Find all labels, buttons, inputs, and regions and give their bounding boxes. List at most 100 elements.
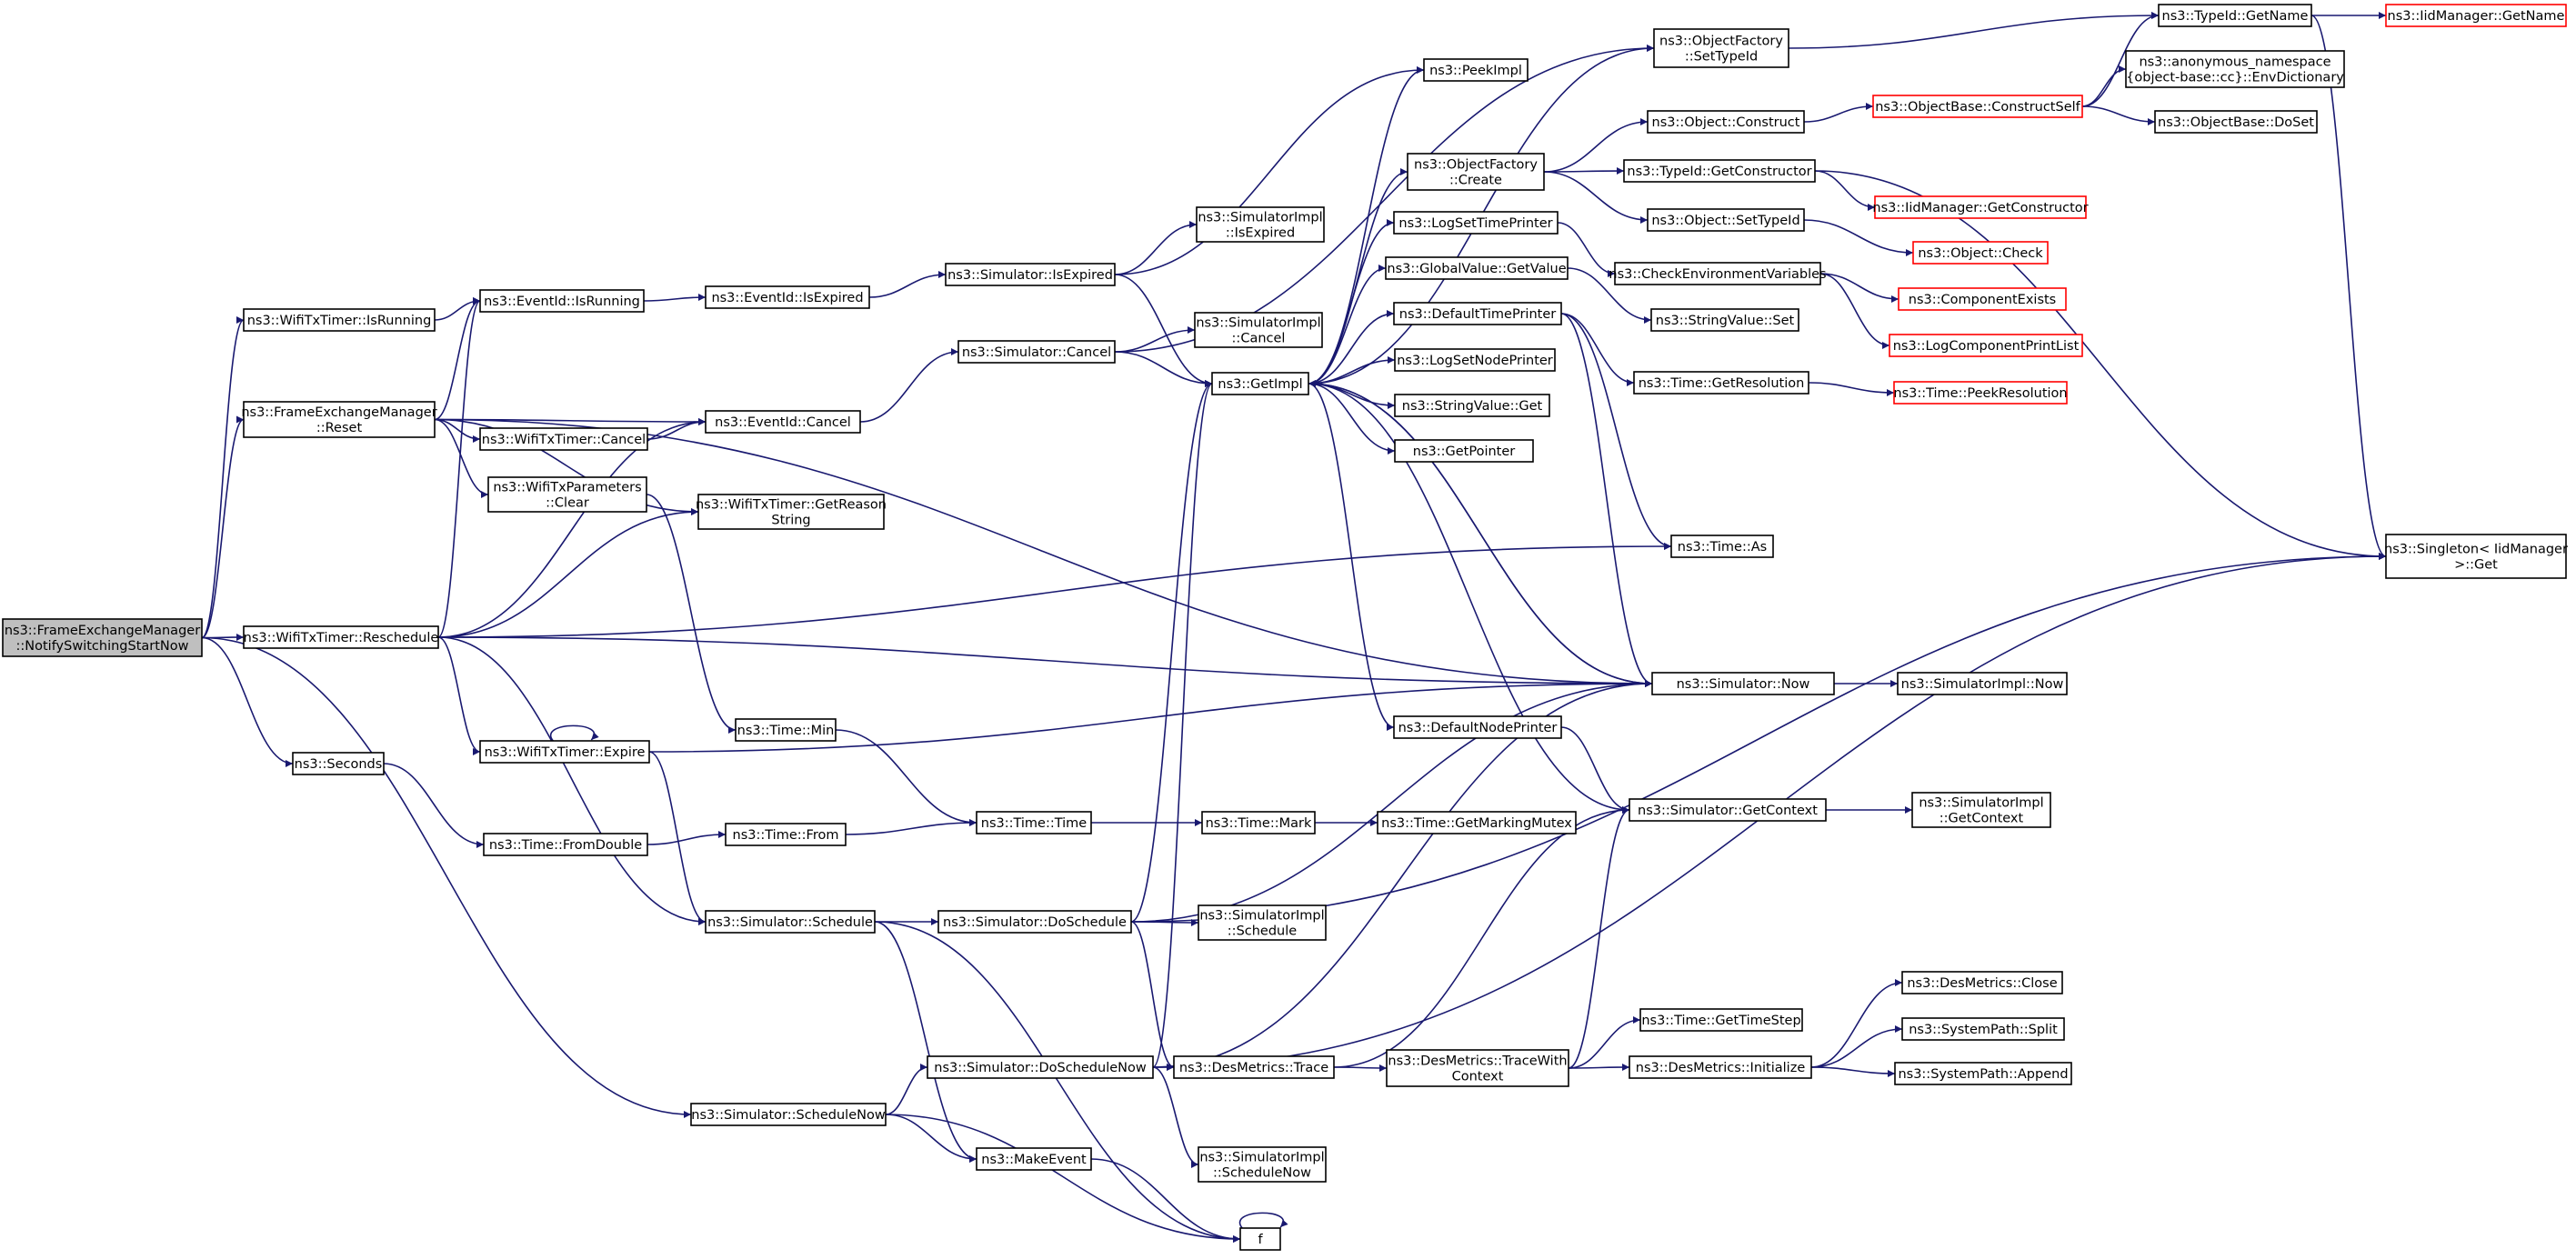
node-label: ns3::WifiTxTimer::Expire bbox=[485, 745, 646, 760]
edge-getimpl-to-deftime bbox=[1308, 310, 1395, 385]
edge-sim_schednow-to-f bbox=[885, 1114, 1241, 1243]
node-ns3-simulatorimpl-schedulenow[interactable]: ns3::SimulatorImpl::ScheduleNow bbox=[1198, 1146, 1327, 1183]
node-ns3-frameexchangemanager-reset[interactable]: ns3::FrameExchangeManager::Reset bbox=[241, 401, 437, 438]
node-ns3-time-getmarkingmutex[interactable]: ns3::Time::GetMarkingMutex bbox=[1377, 811, 1577, 834]
node-label: ns3::DesMetrics::TraceWith bbox=[1388, 1054, 1567, 1069]
node-ns3-simulator-doschedule[interactable]: ns3::Simulator::DoSchedule bbox=[937, 910, 1132, 934]
node-ns3-iidmanager-getname[interactable]: ns3::IidManager::GetName bbox=[2385, 4, 2567, 27]
node-label: ns3::Time::GetTimeStep bbox=[1641, 1014, 1800, 1028]
node-ns3-simulator-cancel[interactable]: ns3::Simulator::Cancel bbox=[957, 340, 1116, 364]
node-ns3-wifitxtimer-expire[interactable]: ns3::WifiTxTimer::Expire bbox=[479, 740, 650, 764]
node-ns3-peekimpl[interactable]: ns3::PeekImpl bbox=[1423, 58, 1529, 82]
node-ns3-simulator-schedulenow[interactable]: ns3::Simulator::ScheduleNow bbox=[690, 1103, 887, 1126]
node-ns3-systempath-append[interactable]: ns3::SystemPath::Append bbox=[1894, 1062, 2072, 1085]
node-ns3-getpointer[interactable]: ns3::GetPointer bbox=[1394, 439, 1534, 463]
edge-wifi_expire-to-wifi_expire bbox=[549, 724, 599, 742]
node-ns3-simulatorimpl-getcontext[interactable]: ns3::SimulatorImpl::GetContext bbox=[1911, 792, 2051, 828]
node-ns3-simulator-getcontext[interactable]: ns3::Simulator::GetContext bbox=[1629, 798, 1827, 822]
node-ns3-makeevent[interactable]: ns3::MakeEvent bbox=[976, 1147, 1092, 1171]
edge-obj_settypeid-to-obj_check bbox=[1803, 219, 1914, 256]
node-ns3-object-construct[interactable]: ns3::Object::Construct bbox=[1647, 110, 1805, 134]
node-ns3-stringvalue-get[interactable]: ns3::StringValue::Get bbox=[1394, 394, 1550, 417]
node-label: ns3::SimulatorImpl bbox=[1199, 909, 1324, 924]
edge-wifi_resched-to-ev_isrunning bbox=[437, 297, 481, 638]
node-ns3-frameexchangemanager-notifyswitchingstartnow[interactable]: ns3::FrameExchangeManager::NotifySwitchi… bbox=[2, 618, 203, 657]
edge-f-to-f bbox=[1238, 1212, 1288, 1229]
node-label: ns3::Simulator::DoSchedule bbox=[943, 915, 1127, 930]
node-ns3-wifitxparameters-clear[interactable]: ns3::WifiTxParameters::Clear bbox=[487, 476, 647, 513]
node-ns3-eventid-isrunning[interactable]: ns3::EventId::IsRunning bbox=[479, 289, 645, 313]
node-box bbox=[1889, 334, 2083, 357]
node-ns3-simulatorimpl-cancel[interactable]: ns3::SimulatorImpl::Cancel bbox=[1194, 312, 1323, 348]
node-box bbox=[1894, 1062, 2072, 1085]
node-ns3-singleton-iidmanager-get[interactable]: ns3::Singleton< IidManager>::Get bbox=[2384, 534, 2568, 579]
node-label: ns3::DefaultNodePrinter bbox=[1398, 721, 1558, 735]
node-ns3-object-settypeid[interactable]: ns3::Object::SetTypeId bbox=[1647, 208, 1805, 232]
edge-objbase_cself-to-objbase_doset bbox=[2081, 105, 2156, 125]
node-ns3-desmetrics-trace[interactable]: ns3::DesMetrics::Trace bbox=[1173, 1055, 1335, 1079]
node-ns3-wifitxtimer-isrunning[interactable]: ns3::WifiTxTimer::IsRunning bbox=[243, 308, 436, 332]
node-ns3-object-check[interactable]: ns3::Object::Check bbox=[1912, 241, 2049, 265]
node-ns3-time-from[interactable]: ns3::Time::From bbox=[725, 823, 847, 846]
node-ns3-desmetrics-initialize[interactable]: ns3::DesMetrics::Initialize bbox=[1629, 1055, 1812, 1079]
node-ns3-defaulttimeprinter[interactable]: ns3::DefaultTimePrinter bbox=[1393, 302, 1562, 325]
node-box bbox=[735, 718, 837, 742]
node-ns3-defaultnodeprinter[interactable]: ns3::DefaultNodePrinter bbox=[1393, 715, 1562, 739]
node-ns3-iidmanager-getconstructor[interactable]: ns3::IidManager::GetConstructor bbox=[1872, 195, 2089, 219]
node-ns3-systempath-split[interactable]: ns3::SystemPath::Split bbox=[1901, 1017, 2065, 1041]
node-box bbox=[1394, 348, 1556, 372]
edge-sim_getctx-to-getimpl bbox=[1308, 380, 1630, 811]
node-ns3-anonymous-namespace-object-base-cc-envdictionary[interactable]: ns3::anonymous_namespace{object-base::cc… bbox=[2125, 50, 2345, 88]
node-label: ns3::DesMetrics::Initialize bbox=[1636, 1061, 1806, 1075]
node-ns3-time-peekresolution[interactable]: ns3::Time::PeekResolution bbox=[1893, 381, 2068, 405]
node-box bbox=[1872, 95, 2083, 118]
node-ns3-logsettimeprinter[interactable]: ns3::LogSetTimePrinter bbox=[1393, 211, 1559, 235]
node-ns3-time-gettimestep[interactable]: ns3::Time::GetTimeStep bbox=[1639, 1008, 1803, 1032]
node-f[interactable]: f bbox=[1239, 1227, 1281, 1251]
node-ns3-simulator-doschedulenow[interactable]: ns3::Simulator::DoScheduleNow bbox=[927, 1055, 1154, 1079]
node-ns3-time-fromdouble[interactable]: ns3::Time::FromDouble bbox=[483, 833, 648, 856]
node-ns3-simulatorimpl-schedule[interactable]: ns3::SimulatorImpl::Schedule bbox=[1198, 904, 1327, 941]
node-ns3-seconds[interactable]: ns3::Seconds bbox=[292, 752, 385, 775]
node-box bbox=[1198, 1146, 1327, 1183]
node-ns3-desmetrics-close[interactable]: ns3::DesMetrics::Close bbox=[1901, 971, 2063, 994]
node-ns3-objectfactory-create[interactable]: ns3::ObjectFactory::Create bbox=[1407, 153, 1545, 191]
node-ns3-logcomponentprintlist[interactable]: ns3::LogComponentPrintList bbox=[1889, 334, 2083, 357]
node-ns3-simulator-isexpired[interactable]: ns3::Simulator::IsExpired bbox=[945, 263, 1116, 286]
node-ns3-simulator-schedule[interactable]: ns3::Simulator::Schedule bbox=[705, 910, 876, 934]
node-ns3-objectbase-doset[interactable]: ns3::ObjectBase::DoSet bbox=[2154, 110, 2318, 134]
node-ns3-wifitxtimer-cancel[interactable]: ns3::WifiTxTimer::Cancel bbox=[479, 427, 648, 451]
node-box bbox=[1173, 1055, 1335, 1079]
node-ns3-typeid-getname[interactable]: ns3::TypeId::GetName bbox=[2158, 4, 2312, 27]
node-ns3-globalvalue-getvalue[interactable]: ns3::GlobalValue::GetValue bbox=[1385, 256, 1569, 280]
node-ns3-checkenvironmentvariables[interactable]: ns3::CheckEnvironmentVariables bbox=[1609, 262, 1827, 285]
node-ns3-logsetnodeprinter[interactable]: ns3::LogSetNodePrinter bbox=[1394, 348, 1556, 372]
node-ns3-eventid-isexpired[interactable]: ns3::EventId::IsExpired bbox=[705, 285, 870, 309]
node-ns3-time-as[interactable]: ns3::Time::As bbox=[1670, 535, 1774, 558]
node-ns3-wifitxtimer-reschedule[interactable]: ns3::WifiTxTimer::Reschedule bbox=[243, 625, 439, 649]
edge-sim_dosched-to-singleton bbox=[1130, 553, 2387, 923]
node-ns3-componentexists[interactable]: ns3::ComponentExists bbox=[1898, 287, 2067, 311]
node-ns3-getimpl[interactable]: ns3::GetImpl bbox=[1211, 372, 1309, 395]
node-box bbox=[243, 401, 436, 438]
node-ns3-time-min[interactable]: ns3::Time::Min bbox=[735, 718, 837, 742]
node-ns3-time-mark[interactable]: ns3::Time::Mark bbox=[1201, 811, 1316, 834]
node-ns3-stringvalue-set[interactable]: ns3::StringValue::Set bbox=[1650, 308, 1799, 332]
node-ns3-objectfactory-settypeid[interactable]: ns3::ObjectFactory::SetTypeId bbox=[1653, 28, 1789, 68]
node-box bbox=[927, 1055, 1154, 1079]
node-ns3-simulatorimpl-now[interactable]: ns3::SimulatorImpl::Now bbox=[1897, 672, 2068, 695]
node-ns3-objectbase-constructself[interactable]: ns3::ObjectBase::ConstructSelf bbox=[1872, 95, 2083, 118]
node-box bbox=[690, 1103, 887, 1126]
node-ns3-time-time[interactable]: ns3::Time::Time bbox=[976, 811, 1092, 834]
node-label: ns3::LogComponentPrintList bbox=[1893, 339, 2080, 354]
edge-checkenv-to-logcomplist bbox=[1819, 273, 1890, 349]
node-label: ns3::Time::PeekResolution bbox=[1893, 386, 2067, 401]
node-ns3-typeid-getconstructor[interactable]: ns3::TypeId::GetConstructor bbox=[1623, 159, 1816, 183]
node-ns3-time-getresolution[interactable]: ns3::Time::GetResolution bbox=[1633, 371, 1809, 395]
node-ns3-simulator-now[interactable]: ns3::Simulator::Now bbox=[1651, 672, 1835, 695]
node-ns3-simulatorimpl-isexpired[interactable]: ns3::SimulatorImpl::IsExpired bbox=[1196, 206, 1325, 243]
edge-ev_cancel-to-sim_cancel bbox=[859, 348, 959, 423]
node-ns3-eventid-cancel[interactable]: ns3::EventId::Cancel bbox=[705, 410, 861, 434]
